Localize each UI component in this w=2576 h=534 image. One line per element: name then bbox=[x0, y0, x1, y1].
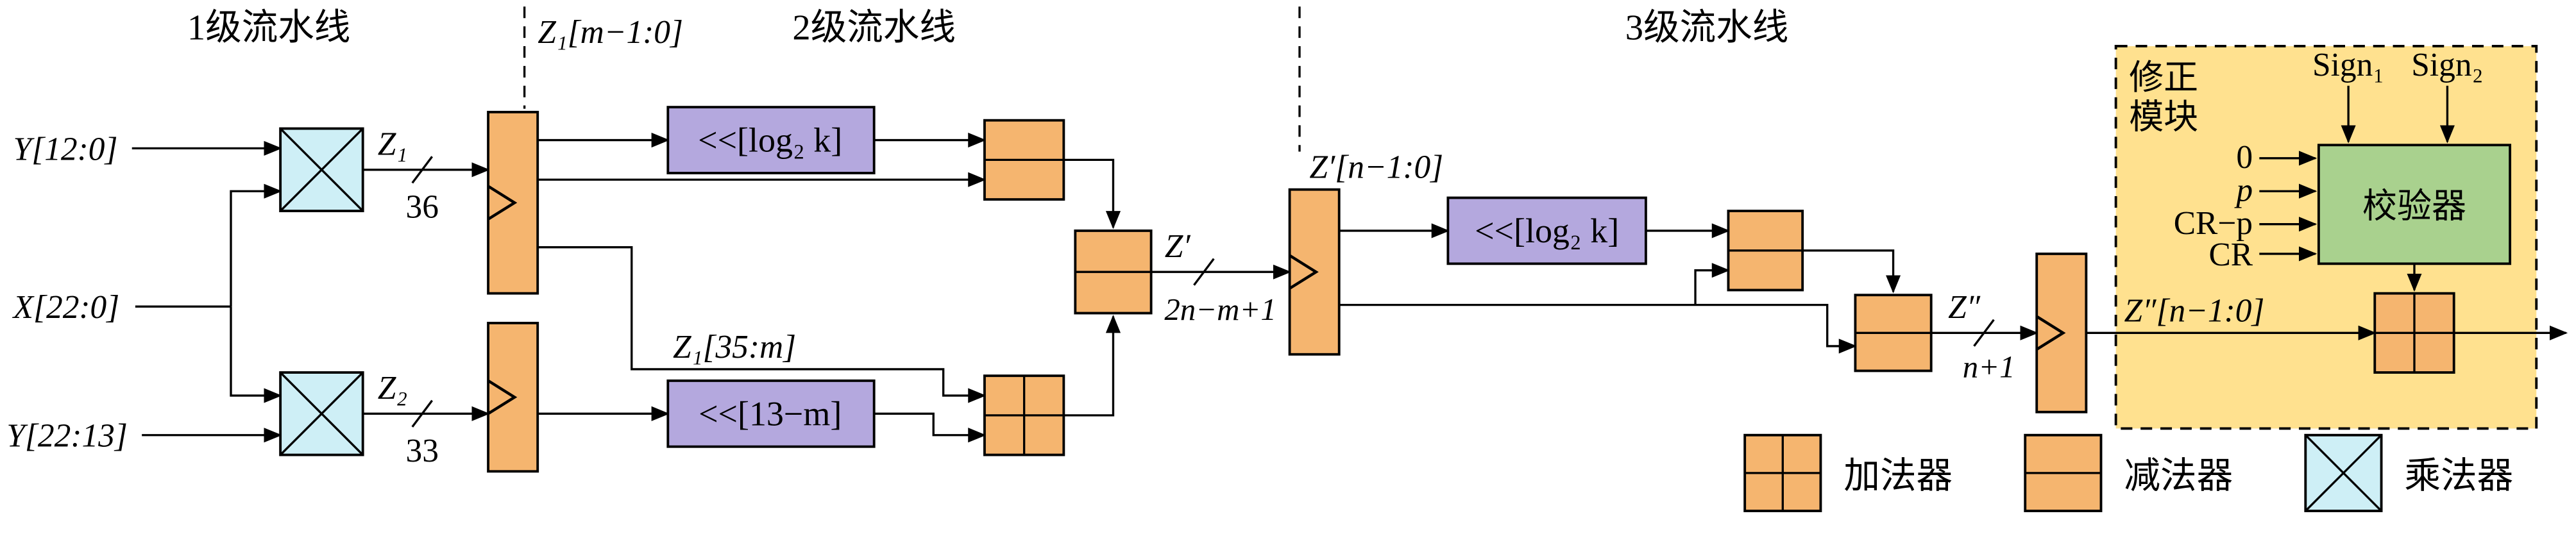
multiplier-2-diag-b bbox=[279, 371, 364, 456]
pipeline-register-z1 bbox=[487, 110, 539, 295]
input-x-label: X[22:0] bbox=[12, 289, 120, 326]
slash-zprime bbox=[1193, 258, 1215, 286]
shifter1-box bbox=[666, 106, 876, 174]
legend-multiplier-label: 乘法器 bbox=[2405, 456, 2514, 496]
legend-subtractor-icon bbox=[2024, 433, 2103, 512]
z1-label: Z₁ bbox=[378, 126, 407, 163]
slash-zdprime bbox=[1973, 319, 1995, 347]
legend-multiplier-icon bbox=[2304, 433, 2383, 512]
multiplier-1-diag-b bbox=[279, 128, 364, 212]
zprime-range-label: Z′[n−1:0] bbox=[1309, 149, 1443, 186]
sign1-label: Sign₁ bbox=[2312, 47, 2384, 83]
shifter3-label: <<[log₂ k] bbox=[1475, 212, 1619, 250]
wire-x-to-mult2 bbox=[230, 306, 282, 403]
wire-branch-to-boxa bbox=[1694, 263, 1731, 305]
clock-chevron-icon bbox=[487, 380, 518, 415]
pipeline-register-zdprime bbox=[2035, 253, 2088, 413]
checker-in-cr-label: CR bbox=[2208, 237, 2253, 273]
slash-z2 bbox=[411, 399, 433, 428]
checker-in-crp-label: CR−p bbox=[2174, 205, 2253, 242]
shifter2-label: <<[13−m] bbox=[699, 394, 842, 433]
correction-title-line2: 模块 bbox=[2129, 98, 2198, 137]
wire-sub1-to-midsub bbox=[1063, 158, 1121, 229]
stage3-title: 3级流水线 bbox=[1625, 8, 1788, 48]
clock-chevron-icon bbox=[2036, 315, 2066, 351]
clock-chevron-icon bbox=[487, 185, 518, 221]
legend-adder-icon bbox=[1743, 433, 1822, 512]
subtractor-3b bbox=[1854, 294, 1933, 372]
multiplier-2 bbox=[279, 371, 364, 456]
checker-label: 校验器 bbox=[2362, 187, 2466, 225]
shifter2-box bbox=[666, 379, 876, 448]
blocks bbox=[279, 106, 2512, 512]
stage1-title: 1级流水线 bbox=[187, 8, 350, 48]
shifter3-box bbox=[1446, 196, 1647, 265]
z1-width-label: 36 bbox=[406, 188, 439, 225]
clock-chevron-icon bbox=[1289, 254, 1319, 290]
zprime-width-label: 2n−m+1 bbox=[1164, 292, 1276, 327]
input-y-high-label: Y[12:0] bbox=[13, 131, 118, 167]
input-y-low-label: Y[22:13] bbox=[6, 418, 128, 455]
sign2-label: Sign₂ bbox=[2411, 47, 2483, 83]
wire-adder1-to-midsub bbox=[1063, 315, 1121, 417]
subtractor-1 bbox=[983, 119, 1065, 201]
z1-low-bus-label: Z₁[m−1:0] bbox=[538, 14, 683, 51]
checker-in-p-label: p bbox=[2233, 172, 2253, 209]
subtractor-mid bbox=[1074, 229, 1153, 315]
z2-width-label: 33 bbox=[406, 433, 439, 469]
wire-x-to-mult1 bbox=[230, 183, 282, 307]
legend-subtractor-label: 减法器 bbox=[2124, 456, 2233, 496]
correction-title-line1: 修正 bbox=[2129, 58, 2198, 97]
pipeline-register-z2 bbox=[487, 321, 539, 473]
subtractor-3a bbox=[1727, 210, 1804, 292]
zprime-label: Z′ bbox=[1165, 228, 1191, 265]
adder-1 bbox=[983, 374, 1065, 456]
pipeline-register-zprime bbox=[1288, 188, 1341, 356]
checker-in-zero-label: 0 bbox=[2236, 139, 2253, 176]
wire-zprime-long-to-boxb bbox=[1339, 303, 1857, 354]
checker-box bbox=[2317, 144, 2512, 265]
correction-adder bbox=[2373, 292, 2455, 374]
z2-label: Z₂ bbox=[378, 370, 407, 406]
wires bbox=[131, 85, 2568, 443]
legend-multiplier-diag-b bbox=[2305, 434, 2382, 512]
zdprime-label: Z″ bbox=[1948, 289, 1981, 326]
labels: 1级流水线 2级流水线 3级流水线 Z₁[m−1:0] Z′[n−1:0] Y[… bbox=[6, 8, 2513, 496]
multiplier-1 bbox=[279, 127, 364, 213]
zdprime-range-label: Z″[n−1:0] bbox=[2124, 292, 2264, 329]
slash-z1 bbox=[411, 156, 433, 184]
shifter1-label: <<[log₂ k] bbox=[698, 121, 842, 160]
zdprime-width-label: n+1 bbox=[1963, 349, 2015, 385]
wire-shifter2-to-adder1 bbox=[874, 412, 987, 443]
legend-adder-label: 加法器 bbox=[1843, 456, 1953, 496]
wire-z1high-to-adder1 bbox=[538, 246, 987, 403]
wire-boxa-to-boxb bbox=[1802, 249, 1901, 294]
stage2-title: 2级流水线 bbox=[792, 8, 955, 48]
z1-high-bus-label: Z₁[35:m] bbox=[673, 329, 796, 365]
